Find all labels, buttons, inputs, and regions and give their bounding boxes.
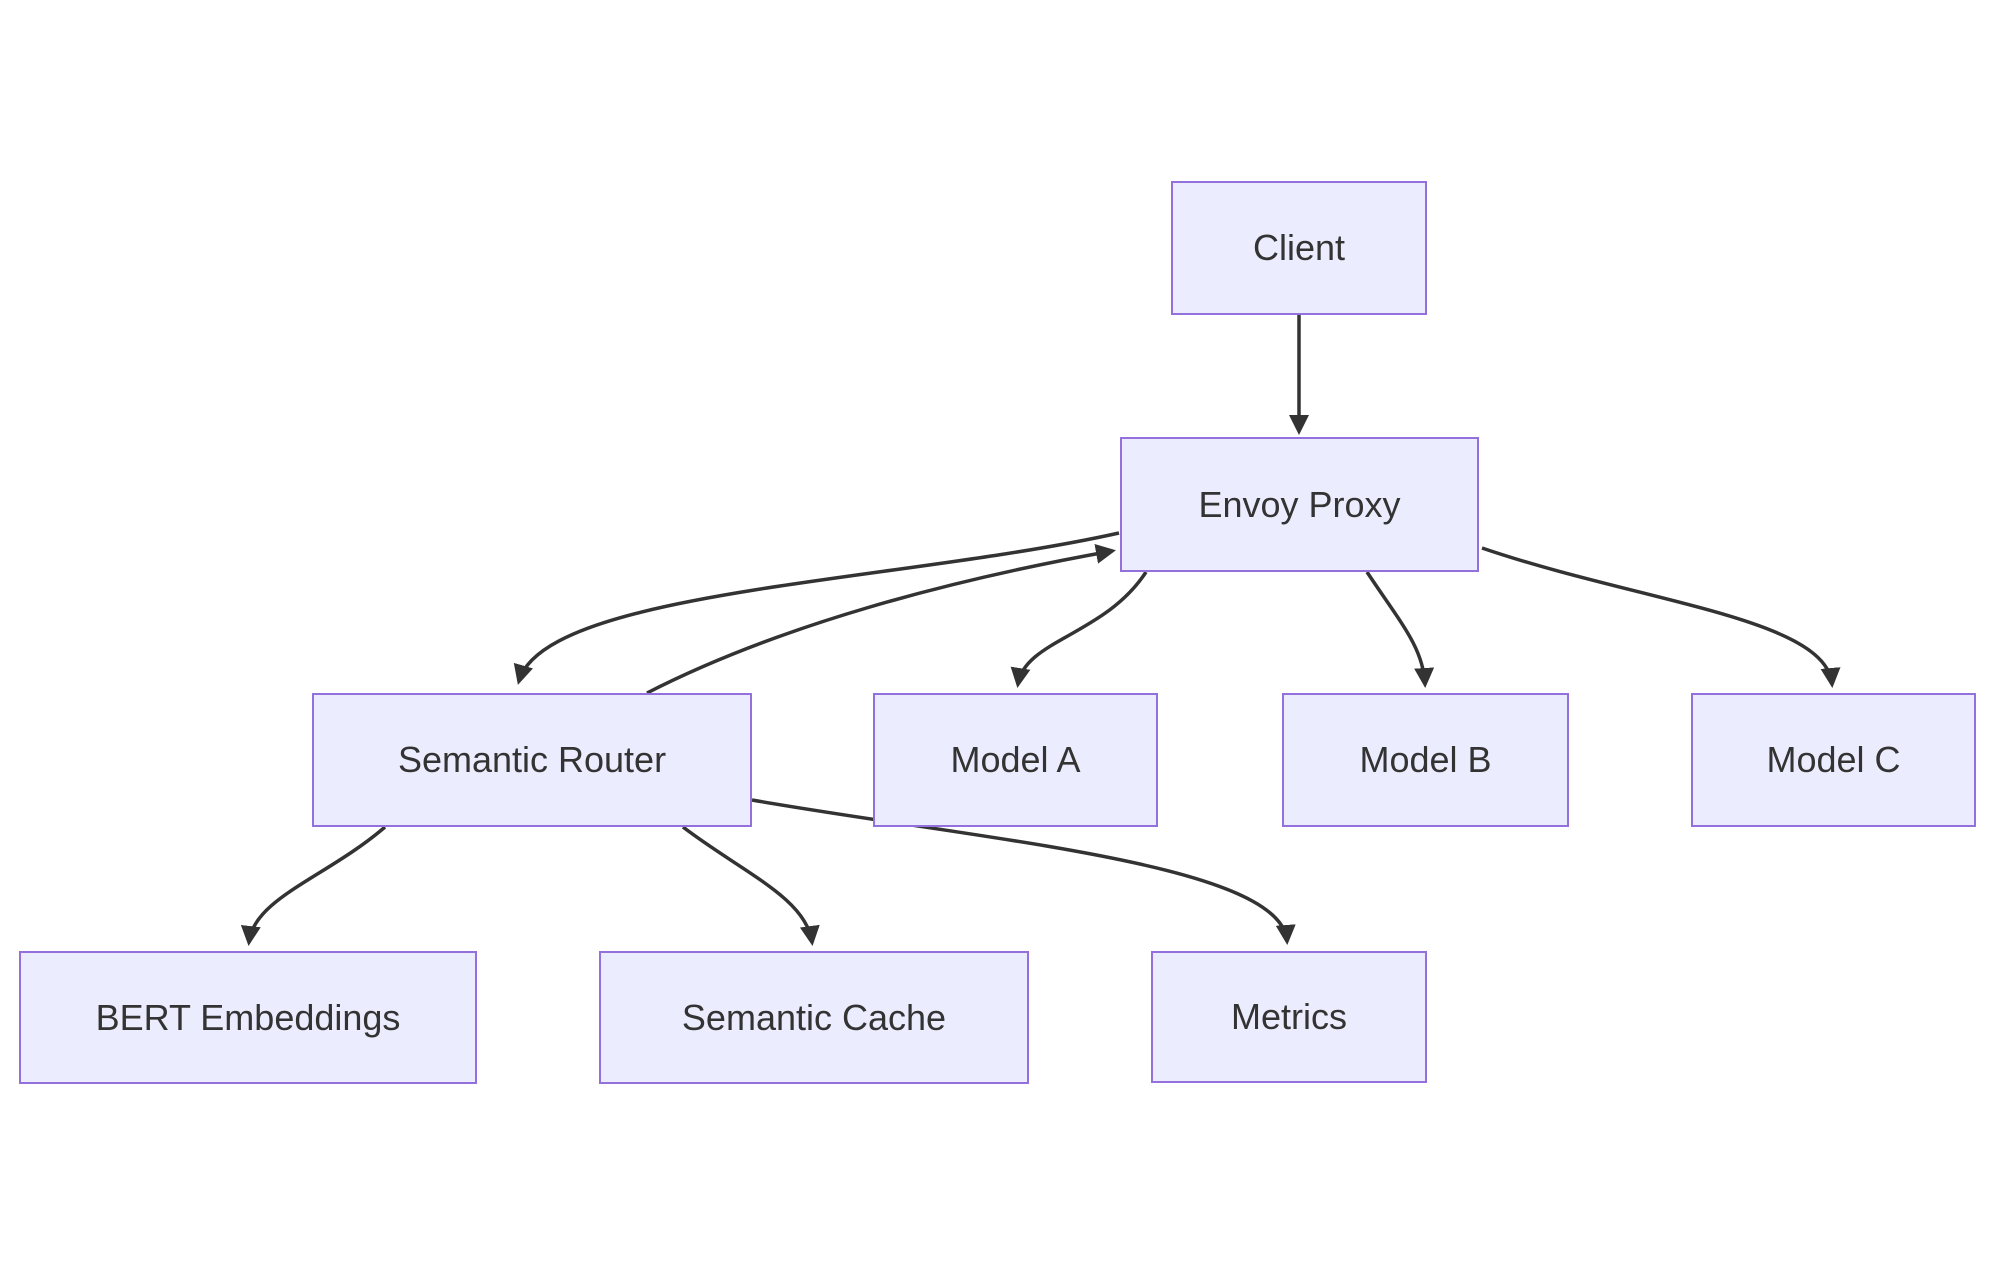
node-model-a: Model A xyxy=(873,693,1158,827)
edge-envoy-proxy-to-model-c xyxy=(1481,546,1841,688)
edge-semantic-router-to-bert-embeddings xyxy=(240,825,387,946)
node-label: Client xyxy=(1252,227,1346,269)
edge-envoy-proxy-to-model-b xyxy=(1365,571,1435,688)
node-label: Metrics xyxy=(1231,996,1347,1038)
node-label: BERT Embeddings xyxy=(95,996,401,1038)
node-label: Envoy Proxy xyxy=(1198,483,1401,525)
edge-envoy-proxy-to-semantic-router xyxy=(513,531,1120,685)
node-bert-embeddings: BERT Embeddings xyxy=(19,951,477,1084)
node-semantic-router: Semantic Router xyxy=(312,693,752,827)
node-label: Model A xyxy=(950,739,1081,781)
node-label: Model C xyxy=(1766,739,1901,781)
edge-semantic-router-to-envoy-proxy xyxy=(646,543,1116,695)
edge-envoy-proxy-to-model-a xyxy=(1010,571,1148,688)
node-model-b: Model B xyxy=(1282,693,1569,827)
node-label: Model B xyxy=(1359,739,1492,781)
node-model-c: Model C xyxy=(1691,693,1976,827)
node-label: Semantic Cache xyxy=(681,996,947,1038)
node-label: Semantic Router xyxy=(397,739,667,781)
edge-semantic-router-to-metrics xyxy=(751,798,1296,945)
node-semantic-cache: Semantic Cache xyxy=(599,951,1029,1084)
node-envoy-proxy: Envoy Proxy xyxy=(1120,437,1479,572)
node-client: Client xyxy=(1171,181,1427,315)
node-metrics: Metrics xyxy=(1151,951,1427,1083)
edge-semantic-router-to-semantic-cache xyxy=(681,825,820,946)
